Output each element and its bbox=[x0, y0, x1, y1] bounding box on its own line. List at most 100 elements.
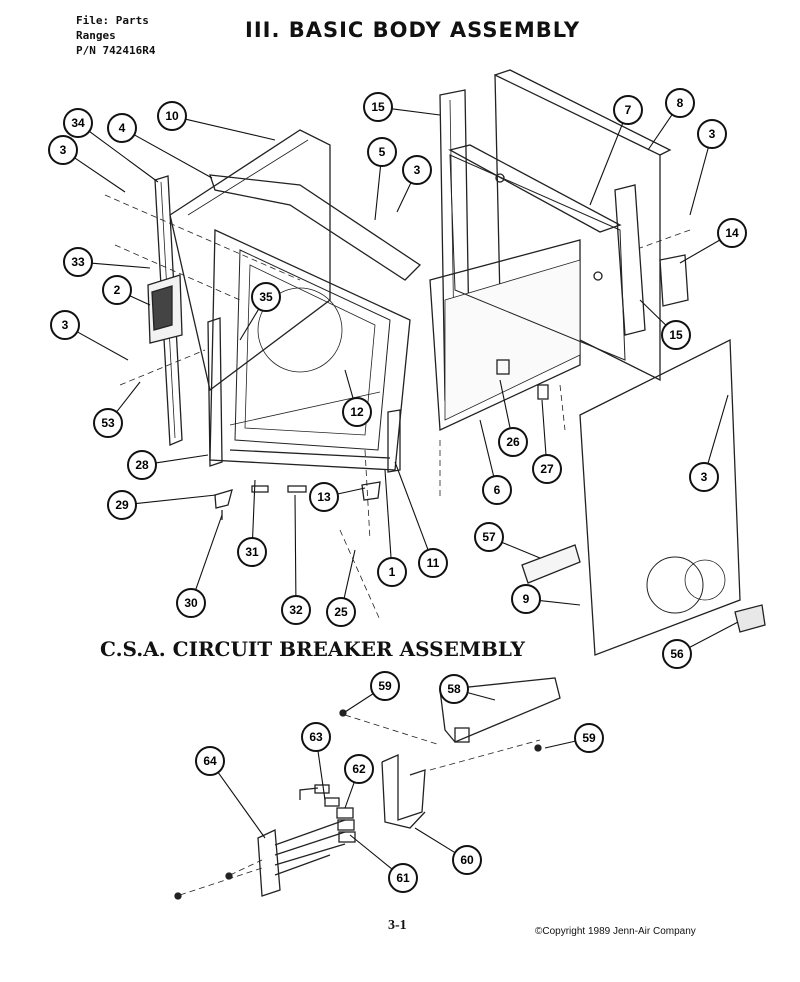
callout-62: 62 bbox=[344, 754, 374, 809]
breaker-box bbox=[381, 754, 426, 821]
callout-leader bbox=[76, 331, 129, 361]
callout-circle bbox=[195, 746, 225, 776]
screw-32 bbox=[287, 485, 307, 493]
callout-leader bbox=[343, 549, 356, 599]
callout-leader bbox=[501, 541, 541, 559]
callout-leader bbox=[467, 692, 496, 701]
callout-circle bbox=[281, 595, 311, 625]
callout-label: 32 bbox=[289, 603, 303, 617]
back-panel bbox=[494, 73, 661, 382]
callout-circle bbox=[301, 722, 331, 752]
callout-circle bbox=[63, 247, 93, 277]
foot-bracket bbox=[734, 604, 766, 633]
right-side-panel bbox=[579, 338, 741, 656]
left-angle-strip bbox=[154, 175, 183, 446]
callout-label: 2 bbox=[114, 283, 121, 297]
callout-leader bbox=[155, 454, 209, 464]
callout-leader bbox=[344, 369, 354, 399]
part-number-label: P/N 742416R4 bbox=[76, 44, 156, 57]
callout-circle bbox=[363, 92, 393, 122]
callout-leader bbox=[689, 147, 709, 216]
callout-leader bbox=[337, 487, 366, 495]
callout-15: 15 bbox=[639, 299, 691, 350]
top-channel bbox=[209, 174, 422, 281]
callout-leader bbox=[639, 299, 667, 326]
callout-leader bbox=[479, 419, 495, 477]
rear-top-rail bbox=[448, 144, 622, 233]
callout-leader bbox=[116, 381, 141, 413]
callout-8: 8 bbox=[647, 88, 695, 151]
callout-label: 12 bbox=[350, 405, 364, 419]
callout-label: 33 bbox=[71, 255, 85, 269]
callout-circle bbox=[157, 101, 187, 131]
front-frame bbox=[209, 228, 411, 471]
callout-leader bbox=[689, 621, 739, 648]
callout-label: 63 bbox=[309, 730, 323, 744]
category-label: Ranges bbox=[76, 29, 116, 42]
callout-leader bbox=[129, 295, 151, 306]
callout-circle bbox=[326, 597, 356, 627]
callout-label: 13 bbox=[317, 490, 331, 504]
callout-circle bbox=[237, 537, 267, 567]
callout-circle bbox=[661, 320, 691, 350]
clip-13 bbox=[361, 481, 381, 501]
callout-label: 4 bbox=[119, 121, 126, 135]
right-channel bbox=[614, 184, 646, 336]
callout-10: 10 bbox=[157, 101, 276, 141]
callout-7: 7 bbox=[589, 95, 643, 206]
callout-30: 30 bbox=[176, 514, 223, 618]
callout-circle bbox=[717, 218, 747, 248]
callout-3: 3 bbox=[689, 119, 727, 216]
bottom-panel bbox=[429, 239, 581, 431]
copyright-notice: ©Copyright 1989 Jenn-Air Company bbox=[535, 926, 696, 937]
callout-59: 59 bbox=[544, 723, 604, 753]
callout-29: 29 bbox=[107, 490, 217, 520]
callout-circle bbox=[63, 108, 93, 138]
callout-leader bbox=[499, 379, 511, 429]
callout-circle bbox=[662, 639, 692, 669]
callout-label: 62 bbox=[352, 762, 366, 776]
callout-34: 34 bbox=[63, 108, 159, 183]
callout-label: 29 bbox=[115, 498, 129, 512]
callout-label: 3 bbox=[414, 163, 421, 177]
callout-leader bbox=[185, 118, 276, 141]
callout-label: 25 bbox=[334, 605, 348, 619]
callout-64: 64 bbox=[195, 746, 266, 839]
callout-label: 57 bbox=[482, 530, 496, 544]
callout-leader bbox=[384, 469, 392, 559]
breaker-2 bbox=[337, 819, 355, 831]
callout-57: 57 bbox=[474, 522, 541, 559]
callout-leader bbox=[374, 165, 382, 221]
page-title: III. BASIC BODY ASSEMBLY bbox=[245, 18, 581, 42]
callout-circle bbox=[93, 408, 123, 438]
callout-circle bbox=[474, 522, 504, 552]
callout-circle bbox=[344, 754, 374, 784]
callout-label: 8 bbox=[677, 96, 684, 110]
callout-circle bbox=[309, 482, 339, 512]
callout-33: 33 bbox=[63, 247, 151, 277]
side-rail-right bbox=[387, 409, 401, 473]
callout-leader bbox=[679, 239, 721, 264]
callout-leader bbox=[544, 740, 576, 749]
callout-label: 56 bbox=[670, 647, 684, 661]
callout-circle bbox=[102, 275, 132, 305]
callout-35: 35 bbox=[239, 282, 281, 341]
callout-label: 10 bbox=[165, 109, 179, 123]
callout-1: 1 bbox=[377, 469, 407, 587]
callout-9: 9 bbox=[511, 584, 581, 614]
switch-27 bbox=[537, 384, 549, 400]
callout-28: 28 bbox=[127, 450, 209, 480]
callout-leader bbox=[91, 262, 151, 269]
callout-leader bbox=[135, 494, 217, 505]
callout-3: 3 bbox=[396, 155, 432, 213]
callout-leader bbox=[294, 494, 297, 597]
callout-label: 3 bbox=[709, 127, 716, 141]
callout-label: 1 bbox=[389, 565, 396, 579]
callout-circle bbox=[176, 588, 206, 618]
callout-27: 27 bbox=[532, 399, 562, 484]
callout-label: 9 bbox=[523, 592, 530, 606]
callout-circle bbox=[511, 584, 541, 614]
page-number: 3-1 bbox=[388, 918, 407, 933]
